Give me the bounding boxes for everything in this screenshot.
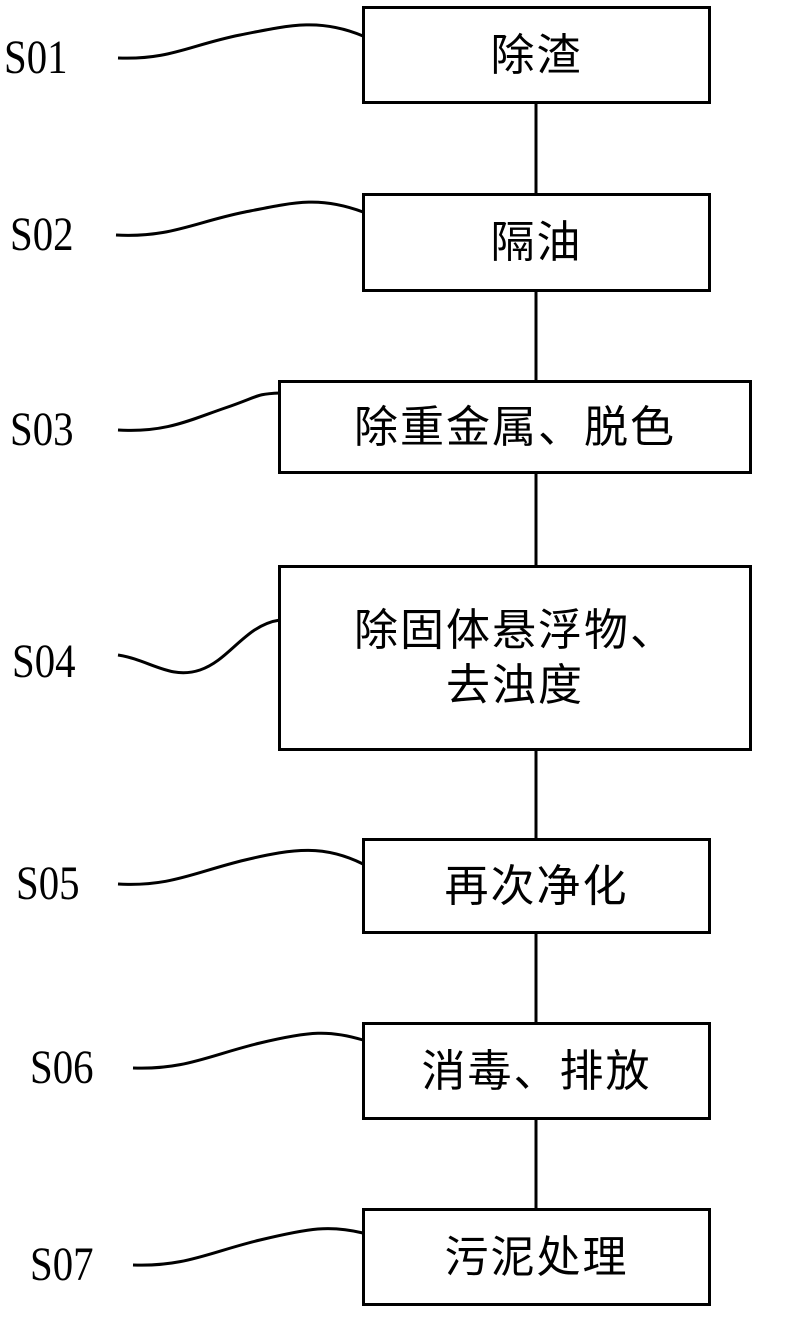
leader-s04 xyxy=(117,618,281,675)
step-text-s05: 再次净化 xyxy=(444,860,629,912)
step-label-s06: S06 xyxy=(30,1041,94,1094)
leader-s03 xyxy=(117,391,281,432)
step-box-s06: 消毒、排放 xyxy=(362,1022,711,1120)
step-text-s07: 污泥处理 xyxy=(444,1231,629,1283)
step-label-s05: S05 xyxy=(16,857,80,910)
step-label-s04: S04 xyxy=(12,635,76,688)
step-label-s07: S07 xyxy=(30,1238,94,1291)
leader-s01 xyxy=(117,23,364,60)
step-box-s04: 除固体悬浮物、 去浊度 xyxy=(278,565,752,751)
leader-s02 xyxy=(115,200,364,237)
step-text-s06: 消毒、排放 xyxy=(421,1045,652,1097)
step-box-s03: 除重金属、脱色 xyxy=(278,380,752,474)
step-text-s03: 除重金属、脱色 xyxy=(354,401,676,453)
step-text-s01: 除渣 xyxy=(490,29,583,81)
step-label-s03: S03 xyxy=(10,403,74,456)
step-text-s04: 除固体悬浮物、 去浊度 xyxy=(354,605,676,711)
step-label-s02: S02 xyxy=(10,208,74,261)
step-box-s05: 再次净化 xyxy=(362,838,711,934)
leader-s07 xyxy=(132,1227,364,1267)
step-label-s01: S01 xyxy=(4,31,68,84)
step-box-s07: 污泥处理 xyxy=(362,1208,711,1306)
step-text-s02: 隔油 xyxy=(490,217,583,268)
leader-s05 xyxy=(117,848,364,886)
step-box-s02: 隔油 xyxy=(362,193,711,292)
leader-s06 xyxy=(132,1031,364,1070)
step-box-s01: 除渣 xyxy=(362,6,711,104)
